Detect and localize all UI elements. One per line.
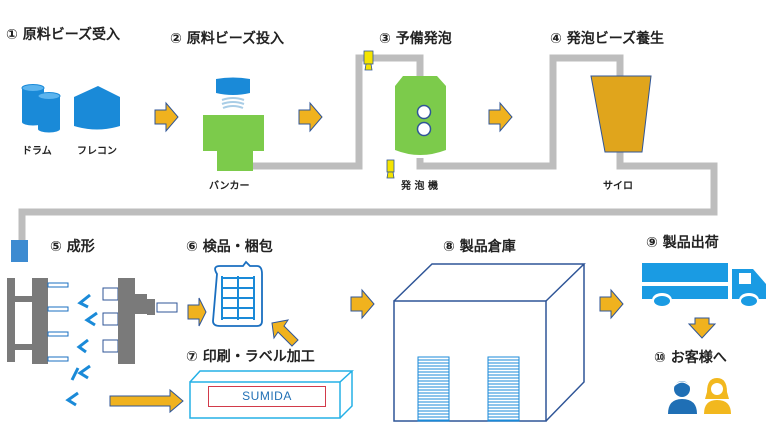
pre-expander-icon xyxy=(395,76,446,155)
arrow-right-icon xyxy=(154,101,179,133)
warehouse-door-icon xyxy=(417,356,520,422)
step-9-label: ⑨ 製品出荷 xyxy=(646,235,719,251)
step-7-label: ⑦ 印刷・ラベル加工 xyxy=(186,349,315,365)
arrow-right-long-icon xyxy=(109,388,184,414)
pipe-expander-to-silo xyxy=(416,54,624,170)
silo-icon xyxy=(590,75,652,153)
printed-label: SUMIDA xyxy=(208,386,326,407)
arrow-right-icon xyxy=(350,288,375,320)
step-2-label: ② 原料ビーズ投入 xyxy=(170,31,285,47)
packing-box-icon xyxy=(212,260,263,327)
hopper-label: バンカー xyxy=(209,181,250,192)
step-4-label: ④ 発泡ビーズ養生 xyxy=(550,31,665,47)
arrow-right-icon xyxy=(187,297,207,327)
valve-icon xyxy=(363,50,374,71)
arrow-down-icon xyxy=(687,317,717,339)
arrow-right-icon xyxy=(298,101,323,133)
step-1-label: ① 原料ビーズ受入 xyxy=(6,27,121,43)
customers-icon xyxy=(668,378,731,414)
drum-label: ドラム xyxy=(22,146,52,157)
truck-icon xyxy=(642,263,766,307)
molded-parts-icon xyxy=(65,293,98,407)
molding-machine-icon xyxy=(7,240,178,364)
warehouse-icon xyxy=(393,263,586,422)
drum-icon xyxy=(21,84,61,133)
printed-block-icon xyxy=(189,370,354,419)
step-3-label: ③ 予備発泡 xyxy=(379,31,452,47)
step-5-label: ⑤ 成形 xyxy=(50,239,95,255)
pre-expander-label: 発 泡 機 xyxy=(401,181,438,192)
step-6-label: ⑥ 検品・梱包 xyxy=(186,239,273,255)
arrow-right-icon xyxy=(488,101,513,133)
person-female-icon xyxy=(704,378,731,414)
pipe-expander-top xyxy=(380,54,424,76)
flexible-container-icon xyxy=(74,86,120,130)
flexible-container-label: フレコン xyxy=(77,146,117,157)
step-10-label: ⑩ お客様へ xyxy=(654,350,727,366)
step-8-label: ⑧ 製品倉庫 xyxy=(443,239,516,255)
pipe-silo-to-molding xyxy=(18,150,718,240)
arrow-right-icon xyxy=(599,288,624,320)
silo-label: サイロ xyxy=(603,181,633,192)
valve-icon xyxy=(386,159,395,179)
hopper-icon xyxy=(203,77,264,171)
arrow-up-left-icon xyxy=(271,319,299,347)
person-male-icon xyxy=(668,381,697,414)
